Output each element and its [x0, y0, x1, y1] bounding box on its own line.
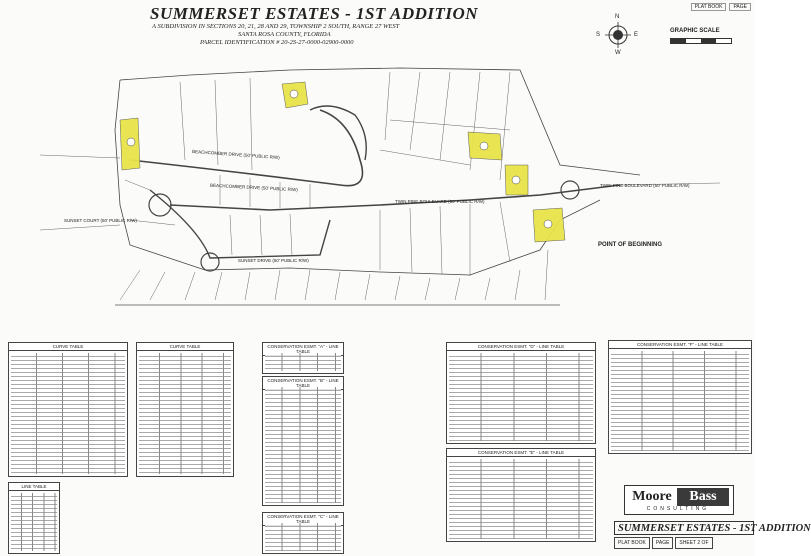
conservation-table-d: CONSERVATION ESMT. "D" - LINE TABLE [446, 342, 596, 444]
compass-n: N [615, 14, 620, 20]
conservation-table-f: CONSERVATION ESMT. "F" - LINE TABLE [608, 340, 752, 454]
document-title: SUMMERSET ESTATES - 1ST ADDITION [150, 4, 479, 23]
conservation-table-c: CONSERVATION ESMT. "C" - LINE TABLE [262, 512, 344, 554]
county: SANTA ROSA COUNTY, FLORIDA [238, 31, 331, 38]
graphic-scale-bar [670, 38, 732, 44]
plat-sheet: SUMMERSET ESTATES - 1ST ADDITION A SUBDI… [8, 3, 811, 554]
cul-de-sac-2 [200, 252, 220, 272]
conservation-table-e: CONSERVATION ESMT. "E" - LINE TABLE [446, 448, 596, 542]
road-cul-de-sac [309, 105, 367, 161]
road-label-sunset: SUNSET DRIVE (50' PUBLIC R/W) [238, 258, 309, 263]
subtitle: A SUBDIVISION IN SECTIONS 20, 21, 28 AND… [152, 23, 400, 30]
curve-table-2: CURVE TABLE [136, 342, 234, 477]
cul-de-sac-1 [148, 193, 172, 217]
conservation-table-b: CONSERVATION ESMT. "B" - LINE TABLE [262, 376, 344, 506]
compass-s: S [596, 32, 601, 38]
north-arrow-icon [605, 22, 631, 48]
plat-book-ref: PLAT BOOK [690, 3, 727, 11]
tb-plat-book: PLAT BOOK [614, 537, 650, 549]
plat-map [39, 67, 721, 306]
compass-e: E [634, 32, 639, 38]
road-label-sunset-court: SUNSET COURT (50' PUBLIC R/W) [64, 218, 137, 223]
road-label-twin-pine: TWIN PINE BOULEVARD (50' PUBLIC R/W) [395, 199, 485, 204]
parcel-id: PARCEL IDENTIFICATION # 20-2S-27-0000-02… [200, 39, 354, 46]
logo-moore: Moore [627, 488, 677, 506]
tb-page: PAGE [651, 537, 674, 549]
curve-table-1: CURVE TABLE [8, 342, 128, 477]
compass-w: W [615, 50, 621, 56]
point-of-beginning: POINT OF BEGINNING [598, 242, 663, 248]
tb-sheet: SHEET 2 OF [675, 537, 713, 549]
moorebass-logo: Moore Bass CONSULTING [624, 485, 734, 515]
graphic-scale-label: GRAPHIC SCALE [670, 28, 720, 34]
road-sunset [149, 189, 331, 259]
conservation-table-a: CONSERVATION ESMT. "A" - LINE TABLE [262, 342, 344, 374]
road-twin-pine [169, 184, 621, 211]
title-block-project: SUMMERSET ESTATES - 1ST ADDITION [614, 521, 811, 535]
title-block-footer: PLAT BOOK PAGE SHEET 2 OF [614, 537, 754, 549]
logo-bass: Bass [677, 488, 729, 506]
top-right-refs: PLAT BOOK PAGE [690, 3, 751, 11]
cul-de-sac-3 [560, 180, 580, 200]
boundary-line [119, 67, 641, 176]
road-label-twin-pine-2: TWIN PINE BOULEVARD (50' PUBLIC R/W) [600, 183, 690, 188]
road-beachcomber [129, 109, 364, 187]
logo-consulting: CONSULTING [646, 506, 710, 512]
page-ref: PAGE [729, 3, 751, 11]
line-table: LINE TABLE [8, 482, 60, 554]
